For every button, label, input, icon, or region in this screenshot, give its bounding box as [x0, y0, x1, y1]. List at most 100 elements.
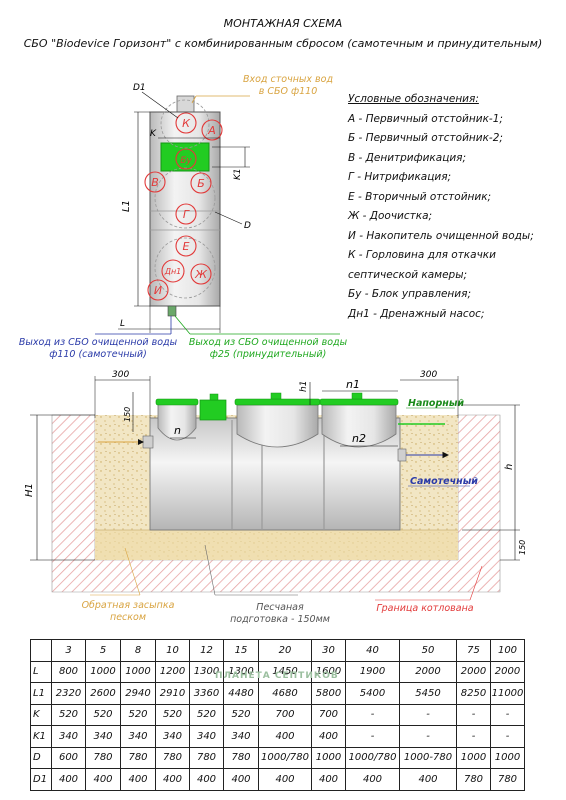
table-cell: K1	[30, 725, 52, 748]
lid-left	[155, 398, 199, 406]
table-cell: 20	[258, 639, 312, 662]
gravity-pipe	[397, 448, 407, 462]
table-cell: 400	[311, 725, 346, 748]
table-cell: 2000	[399, 660, 457, 683]
table-cell: 520	[85, 703, 121, 726]
table-cell: 780	[85, 746, 121, 769]
table-cell: 1000	[120, 660, 156, 683]
table-cell: 520	[155, 703, 190, 726]
table-cell: 8250	[456, 682, 491, 705]
inlet-label-line-2: в СБО ф110	[259, 86, 318, 97]
table-cell: 11000	[490, 682, 525, 705]
control-unit-section	[199, 399, 227, 421]
legend-item: В - Денитрификация;	[348, 151, 467, 164]
legend-item: Дн1 - Дренажный насос;	[348, 307, 485, 320]
table-cell: L1	[30, 682, 52, 705]
dim-150-top: 150	[123, 407, 132, 422]
table-cell: 2910	[155, 682, 190, 705]
dim-n2: n2	[352, 432, 366, 445]
inlet-label-line-1: Вход сточных вод	[243, 74, 333, 85]
table-cell: 2000	[456, 660, 491, 683]
outlet-gravity-line-1: Выход из СБО очищенной воды	[19, 337, 178, 348]
outlet-pump-line-1: Выход из СБО очищенной воды	[189, 337, 348, 348]
table-cell: 780	[189, 746, 224, 769]
table-cell: 340	[189, 725, 224, 748]
dim-n1: n1	[346, 378, 360, 391]
table-cell: 1200	[155, 660, 190, 683]
zone-g: Г	[183, 208, 190, 221]
table-cell: -	[490, 703, 525, 726]
table-cell: K	[30, 703, 52, 726]
dim-300-left: 300	[112, 370, 129, 380]
legend-item: Г - Нитрификация;	[348, 171, 452, 183]
table-cell: 40	[345, 639, 400, 662]
dim-l1: L1	[121, 200, 132, 212]
table-cell: 700	[311, 703, 346, 726]
inlet-pipe-section	[142, 435, 154, 449]
table-cell: 5800	[311, 682, 346, 705]
legend-item: Ж - Доочистка;	[348, 210, 433, 222]
table-cell: 780	[155, 746, 190, 769]
table-cell: 340	[120, 725, 156, 748]
legend: Условные обозначения: А - Первичный отст…	[348, 90, 534, 324]
table-cell: 400	[399, 768, 457, 791]
legend-item: К - Горловина для откачки	[348, 249, 496, 261]
zone-b: Б	[197, 177, 205, 190]
table-cell: 1000	[311, 746, 346, 769]
table-cell: 5450	[399, 682, 457, 705]
dim-h1-small: h1	[299, 381, 309, 392]
dim-k1: K1	[233, 168, 243, 180]
dim-l: L	[120, 319, 125, 329]
table-cell: 2940	[120, 682, 156, 705]
table-row: D 600 780 780 780 780 780 1000/780 1000 …	[30, 746, 525, 769]
table-cell: 400	[258, 725, 312, 748]
zone-v: В	[151, 176, 159, 189]
table-cell: -	[456, 703, 491, 726]
lid-middle	[234, 398, 321, 406]
table-cell: 520	[189, 703, 224, 726]
table-cell: D1	[30, 768, 52, 791]
title-line-1: МОНТАЖНАЯ СХЕМА	[223, 17, 343, 30]
table-cell: 1000/780	[258, 746, 312, 769]
watermark: ПЛАНЕТА СЕПТИКОВ	[215, 671, 339, 681]
table-cell: -	[490, 725, 525, 748]
table-cell: 400	[51, 768, 86, 791]
lid-right	[319, 398, 399, 406]
table-cell: -	[345, 703, 400, 726]
plan-view: К А Бу В Б Г Е Дн1 Ж И Вход сточных вод …	[19, 74, 348, 360]
table-cell: 400	[258, 768, 312, 791]
table-cell: 3360	[189, 682, 224, 705]
gravity-label: Самотечный	[410, 476, 478, 487]
table-cell: 1000	[456, 746, 491, 769]
table-cell: 5	[85, 639, 121, 662]
legend-item: Бу - Блок управления;	[348, 288, 471, 300]
table-cell: 1000	[490, 746, 525, 769]
table-cell: 10	[155, 639, 190, 662]
legend-item: Е - Вторичный отстойник;	[348, 190, 492, 203]
table-cell: 600	[51, 746, 86, 769]
table-cell: 400	[85, 768, 121, 791]
table-cell: 3	[51, 639, 86, 662]
zone-bu: Бу	[180, 156, 192, 166]
table-header-row: 3 5 8 10 12 15 20 30 40 50 75 100	[30, 639, 525, 662]
table-cell: 75	[456, 639, 491, 662]
dim-300-right: 300	[420, 370, 437, 380]
table-cell: 780	[456, 768, 491, 791]
table-cell: 520	[51, 703, 86, 726]
zone-k: К	[182, 117, 191, 130]
table-cell: 520	[120, 703, 156, 726]
table-cell: 5400	[345, 682, 400, 705]
table-cell: 1000	[85, 660, 121, 683]
pit-border-label: Граница котлована	[376, 603, 473, 614]
dim-h: h	[504, 464, 515, 470]
dim-big-h1: H1	[24, 483, 35, 497]
table-cell: 1900	[345, 660, 400, 683]
outlet-pipe	[167, 305, 177, 317]
table-cell: 400	[155, 768, 190, 791]
zone-i: И	[154, 284, 162, 297]
table-cell: L	[30, 660, 52, 683]
legend-item: септической камеры;	[348, 268, 468, 281]
outlet-gravity-line-2: ф110 (самотечный)	[49, 349, 147, 360]
table-cell: D	[30, 746, 52, 769]
table-cell: 4480	[223, 682, 259, 705]
